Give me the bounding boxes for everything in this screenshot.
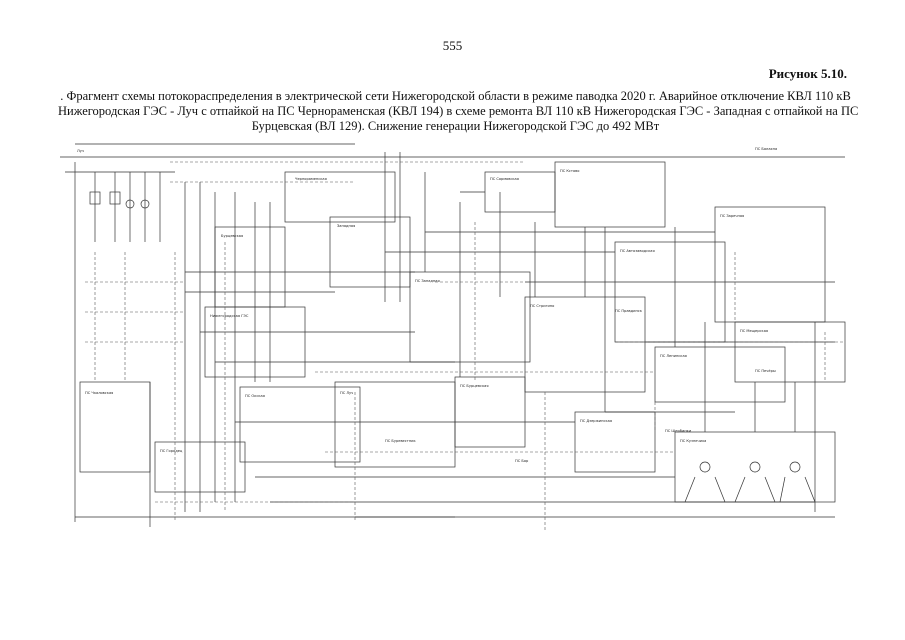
substation-label: Западная	[337, 224, 355, 228]
caption-line-2: Нижегородская ГЭС - Луч с отпайкой на ПС…	[58, 104, 859, 118]
substation-label: ПС Сормовская	[490, 177, 519, 181]
substation-label: ПС Бурцевская	[460, 384, 489, 388]
substation-label: ПС Заречная	[720, 214, 744, 218]
scheme-diagram: ЛучЧернораменскаяЗападнаяБурцевскаяНижег…	[60, 143, 846, 532]
substation-label: ПС Кузнечиха	[680, 439, 706, 443]
figure-caption: . Фрагмент схемы потокораспределения в э…	[58, 89, 859, 134]
scheme-dashed-lines	[85, 161, 845, 532]
page-number: 555	[442, 38, 463, 53]
substation-label: ПС Западная	[415, 279, 440, 283]
scheme-labels: ЛучЧернораменскаяЗападнаяБурцевскаяНижег…	[77, 147, 777, 463]
substation-label: ПС Мещерская	[740, 329, 768, 333]
substation-label: Нижегородская ГЭС	[210, 314, 249, 318]
substation-label: ПС Автозаводская	[620, 249, 655, 253]
substation-label: ПС Ленинская	[660, 354, 687, 358]
substation-label: ПС Чкаловская	[85, 391, 113, 395]
figure-label: Рисунок 5.10.	[768, 66, 847, 81]
scheme-lines	[60, 143, 846, 527]
substation-label: ПС Бор	[515, 459, 529, 463]
substation-label: Луч	[77, 149, 84, 153]
substation-label: ПС Окская	[245, 394, 265, 398]
substation-label: ПС Луч	[340, 391, 353, 395]
substation-label: ПС Стригино	[530, 304, 554, 308]
substation-label: ПС Правдинск	[615, 309, 643, 313]
substation-label: ПС Щербинки	[665, 429, 692, 433]
substation-label: ПС Печёры	[755, 369, 776, 373]
substation-label: Чернораменская	[295, 177, 327, 181]
substation-label: ПС Дзержинская	[580, 419, 612, 423]
caption-line-3: Бурцевская (ВЛ 129). Снижение генерации …	[251, 119, 660, 133]
substation-label: Бурцевская	[221, 234, 243, 238]
caption-line-1: . Фрагмент схемы потокораспределения в э…	[60, 89, 851, 103]
substation-label: ПС Городец	[160, 449, 183, 453]
substation-label: ПС Кстово	[560, 169, 580, 173]
substation-label: ПС Балахна	[755, 147, 777, 151]
substation-label: ПС Буревестник	[385, 439, 417, 443]
